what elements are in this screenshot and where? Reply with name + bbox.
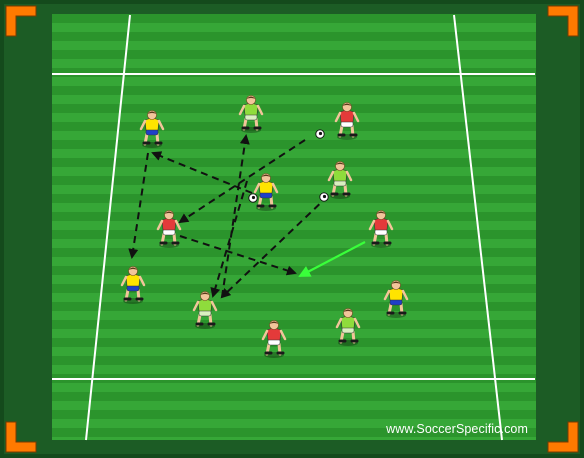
player-arms <box>238 104 264 116</box>
player-yellow <box>383 280 409 318</box>
grass-stripe <box>52 284 536 293</box>
player-arms <box>383 289 409 301</box>
player-arms <box>334 111 360 123</box>
grass-stripe <box>52 194 536 203</box>
player-arms <box>192 300 218 312</box>
player-arms <box>139 119 165 131</box>
player-shirt <box>340 316 356 329</box>
grass-stripe <box>52 212 536 221</box>
grass-stripe <box>52 176 536 185</box>
player-shirt <box>161 218 177 231</box>
player-red <box>261 320 287 358</box>
player-arms <box>327 170 353 182</box>
player-hair <box>269 321 279 324</box>
player-hair <box>343 309 353 312</box>
pass-arrow <box>179 235 297 276</box>
grass-stripe <box>52 338 536 347</box>
player-arms <box>253 182 279 194</box>
player-yellow <box>139 110 165 148</box>
grass-stripe <box>52 302 536 311</box>
player-lightgreen <box>192 291 218 329</box>
player-red <box>368 210 394 248</box>
grass-stripe <box>52 230 536 239</box>
pass-arrow <box>151 151 253 194</box>
corner-marker-bottom-right <box>547 421 579 453</box>
grass-stripe <box>52 122 536 131</box>
grass-stripe <box>52 104 536 113</box>
pass-arrow <box>210 180 248 298</box>
soccer-ball-icon <box>315 129 325 139</box>
pass-arrow <box>220 195 329 299</box>
field-lines <box>52 14 535 441</box>
player-hair <box>335 162 345 165</box>
player-shirt <box>266 328 282 341</box>
pass-arrow <box>221 134 250 298</box>
player-hair <box>164 211 174 214</box>
player-arms <box>120 275 146 287</box>
corner-marker-top-right <box>547 5 579 37</box>
grass-stripe <box>52 32 536 41</box>
pass-arrow <box>178 139 306 224</box>
grass-stripe <box>52 428 536 437</box>
player-hair <box>200 292 210 295</box>
player-lightgreen <box>319 161 353 202</box>
movement-arrows <box>128 134 366 299</box>
left-line <box>85 14 131 441</box>
grass-field <box>52 14 536 440</box>
grass-stripe <box>52 320 536 329</box>
corner-marker-bottom-left <box>5 421 37 453</box>
player-arms <box>335 317 361 329</box>
player-shirt <box>332 169 348 182</box>
corner-marker-top-left <box>5 5 37 37</box>
player-hair <box>376 211 386 214</box>
player-hair <box>147 111 157 114</box>
grass-stripe <box>52 14 536 23</box>
player-yellow <box>248 173 279 211</box>
soccer-ball-icon <box>319 192 329 202</box>
player-lightgreen <box>238 95 264 133</box>
player-yellow <box>120 266 146 304</box>
player-red <box>315 102 360 140</box>
grass-stripe <box>52 86 536 95</box>
grass-stripe <box>52 158 536 167</box>
player-arms <box>368 219 394 231</box>
player-shirt <box>373 218 389 231</box>
player-shirt <box>125 274 141 287</box>
corner-markers <box>5 5 579 453</box>
player-shirt <box>243 103 259 116</box>
player-shirt <box>197 299 213 312</box>
player-shirt <box>144 118 160 131</box>
grass-stripe <box>52 410 536 419</box>
player-hair <box>246 96 256 99</box>
grass-stripe <box>52 356 536 365</box>
players <box>120 95 409 358</box>
player-hair <box>391 281 401 284</box>
grass-stripe <box>52 248 536 257</box>
grass-stripe <box>52 392 536 401</box>
grass-base <box>52 14 536 440</box>
grass-stripe <box>52 68 536 77</box>
player-shirt <box>388 288 404 301</box>
right-line <box>453 14 503 441</box>
player-hair <box>342 103 352 106</box>
grass-stripe <box>52 50 536 59</box>
player-hair <box>128 267 138 270</box>
player-red <box>156 210 182 248</box>
player-arms <box>261 329 287 341</box>
pass-arrow <box>128 152 149 259</box>
player-shirt <box>339 110 355 123</box>
player-shirt <box>258 181 274 194</box>
watermark-text: www.SoccerSpecific.com <box>386 422 528 436</box>
player-arms <box>156 219 182 231</box>
player-hair <box>261 174 271 177</box>
soccer-ball-icon <box>248 193 258 203</box>
highlight-arrow <box>298 241 366 277</box>
player-lightgreen <box>335 308 361 346</box>
grass-stripe <box>52 140 536 149</box>
